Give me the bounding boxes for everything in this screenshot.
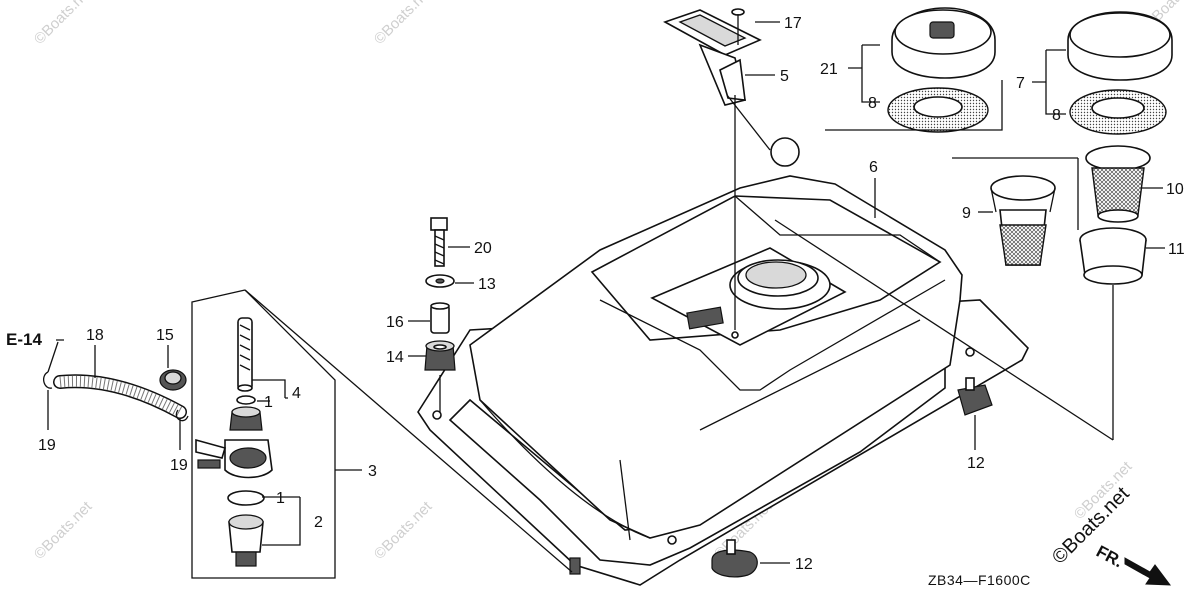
strainer-9 — [990, 175, 1056, 266]
callout-14: 14 — [386, 349, 404, 366]
callout-1a: 1 — [264, 394, 273, 411]
fuel-tank — [417, 175, 1029, 586]
watermark: ©Boats.net — [371, 0, 436, 48]
callout-8a: 8 — [868, 95, 877, 112]
strainer-11 — [1079, 227, 1147, 285]
callout-13: 13 — [478, 276, 496, 293]
sediment-cup — [228, 514, 264, 567]
rubber-foot-12b — [711, 539, 758, 578]
fuel-cock-leader — [244, 289, 573, 573]
bolt-20 — [430, 217, 448, 267]
callout-17: 17 — [784, 15, 802, 32]
callout-11: 11 — [1168, 241, 1185, 258]
rubber-14 — [424, 340, 456, 371]
callout-3: 3 — [368, 463, 377, 480]
front-marker-label: FR. — [1093, 542, 1126, 572]
callout-16: 16 — [386, 314, 404, 331]
callout-21: 21 — [820, 61, 838, 78]
washer-13 — [425, 274, 455, 288]
strainer-10 — [1085, 145, 1151, 223]
watermark: ©Boats.net — [371, 498, 436, 563]
callout-19b: 19 — [170, 457, 188, 474]
front-marker: FR. — [1093, 542, 1172, 586]
reference-label-e14: E-14 — [6, 330, 42, 349]
callout-19a: 19 — [38, 437, 56, 454]
fuel-gauge — [663, 9, 800, 330]
callout-2: 2 — [314, 514, 323, 531]
screw-17 — [731, 8, 745, 45]
callout-12a: 12 — [967, 455, 985, 472]
clip-15 — [159, 369, 187, 391]
callout-18: 18 — [86, 327, 104, 344]
fuel-cap-7 — [1067, 11, 1173, 81]
drawing-code: ZB34—F1600C — [928, 572, 1031, 588]
fuel-cock-tube — [237, 317, 253, 392]
watermark: ©Boats.net — [31, 0, 96, 48]
callout-4: 4 — [292, 385, 301, 402]
callout-8b: 8 — [1052, 107, 1061, 124]
front-arrow-icon — [1124, 557, 1172, 586]
fuel-cock-bracket — [191, 289, 336, 579]
callout-9: 9 — [962, 205, 971, 222]
tube-clip-19a — [42, 371, 53, 389]
callout-10: 10 — [1166, 181, 1184, 198]
gasket-8a — [887, 87, 989, 133]
callout-20: 20 — [474, 240, 492, 257]
callout-15: 15 — [156, 327, 174, 344]
strainer-leader — [774, 219, 1114, 441]
callout-5: 5 — [780, 68, 789, 85]
fuel-cap-21 — [891, 7, 996, 79]
cap-box-bracket — [825, 80, 1003, 131]
callout-7: 7 — [1016, 75, 1025, 92]
gasket-8b — [1069, 89, 1167, 135]
callout-6: 6 — [869, 159, 878, 176]
rubber-foot-12a — [957, 377, 993, 416]
fuel-cock-body — [195, 406, 273, 479]
tube-clip-19b — [175, 409, 189, 422]
callout-labels: 17 5 21 8 7 8 6 10 9 11 20 13 16 14 12 1… — [6, 15, 1185, 573]
o-ring-1 — [236, 395, 256, 405]
watermark: ©Boats.net — [31, 498, 96, 563]
callout-leaders — [47, 21, 1165, 564]
callout-12b: 12 — [795, 556, 813, 573]
fuel-tube-18 — [53, 374, 187, 419]
callout-1b: 1 — [276, 490, 285, 507]
collar-16 — [430, 302, 450, 334]
o-ring-1b — [227, 490, 265, 506]
